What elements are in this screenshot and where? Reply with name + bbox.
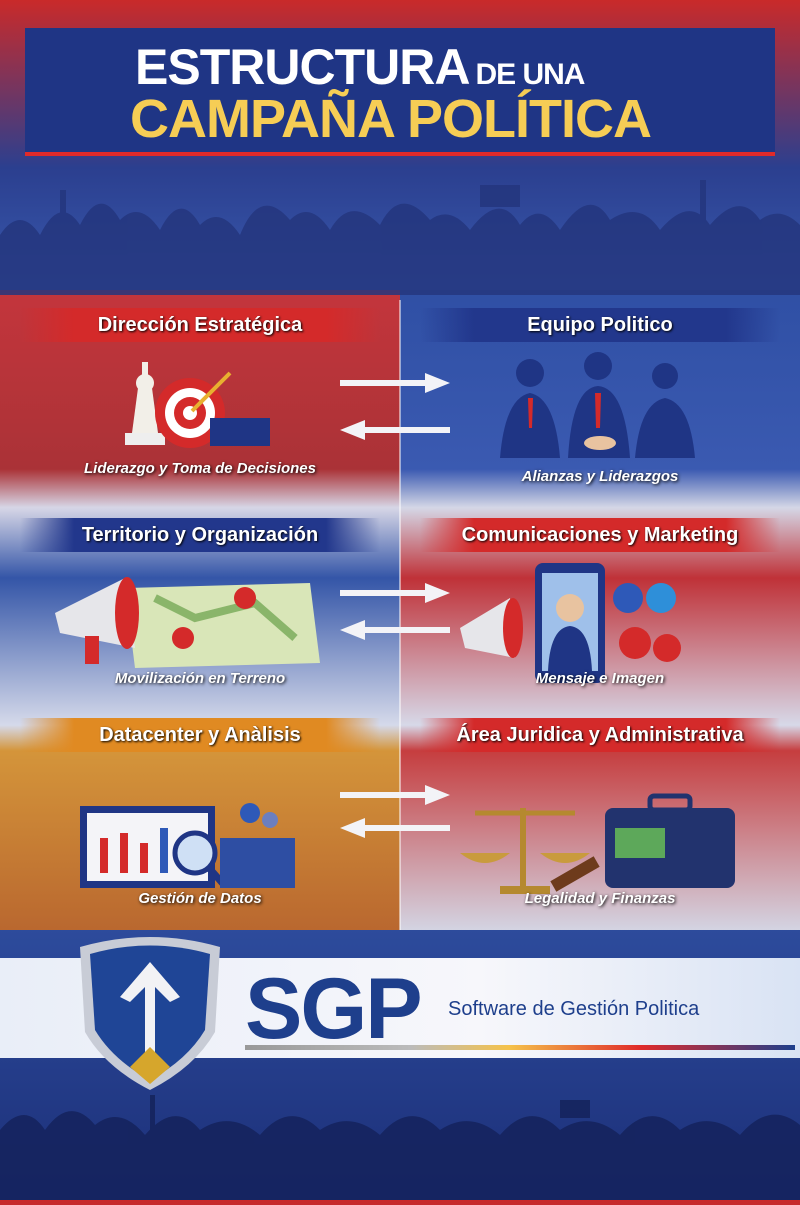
arrow-right-icon (340, 373, 450, 393)
arrow-left-icon (340, 818, 450, 838)
chess-target-icon (100, 348, 300, 458)
panel-area-juridica-administrativa: Área Juridica y Administrativa Legalidad… (400, 718, 800, 918)
logo-underline (245, 1045, 795, 1050)
arrow-left-icon (340, 420, 450, 440)
panel-header: Dirección Estratégica (20, 308, 380, 342)
arrow-right-icon (340, 583, 450, 603)
panel-caption: Legalidad y Finanzas (524, 890, 676, 907)
center-divider (399, 300, 401, 930)
panel-comunicaciones-marketing: Comunicaciones y Marketing Mensaje e Ima… (400, 518, 800, 718)
title-line2: CAMPAÑA POLÍTICA (130, 89, 652, 149)
phone-social-icon (455, 558, 745, 683)
panel-header: Datacenter y Anàlisis (20, 718, 380, 752)
panel-caption: Gestión de Datos (138, 890, 262, 907)
arrow-left-icon (340, 620, 450, 640)
scales-briefcase-icon (455, 758, 745, 898)
panel-header: Comunicaciones y Marketing (420, 518, 780, 552)
panel-caption: Alianzas y Liderazgos (521, 468, 679, 485)
arrow-right-icon (340, 785, 450, 805)
panel-territorio-organizacion: Territorio y Organización Movilización e… (0, 518, 400, 718)
panel-datacenter-analisis: Datacenter y Anàlisis Gestión de Datos (0, 718, 400, 918)
crowd-silhouette-bottom (0, 1080, 800, 1200)
panel-equipo-politico: Equipo Politico Alianzas y Liderazgos (400, 308, 800, 508)
panel-header: Territorio y Organización (20, 518, 380, 552)
team-handshake-icon (480, 348, 720, 458)
crowd-silhouette-top (0, 165, 800, 295)
logo-name: SGP (245, 961, 423, 1057)
data-analytics-icon (75, 758, 315, 891)
logo-tagline: Software de Gestión Politica (448, 998, 700, 1020)
megaphone-map-icon (55, 558, 335, 668)
panel-caption: Liderazgo y Toma de Decisiones (83, 460, 316, 477)
shield-arrow-logo-icon (80, 937, 220, 1090)
title-banner (25, 28, 775, 152)
panel-direccion-estrategica: Dirección Estratégica Liderazgo y Toma d… (0, 308, 400, 508)
panel-header: Equipo Politico (420, 308, 780, 342)
panel-header: Área Juridica y Administrativa (420, 718, 780, 752)
panel-caption: Mensaje e Imagen (535, 670, 665, 687)
panel-caption: Movilización en Terreno (114, 670, 286, 687)
